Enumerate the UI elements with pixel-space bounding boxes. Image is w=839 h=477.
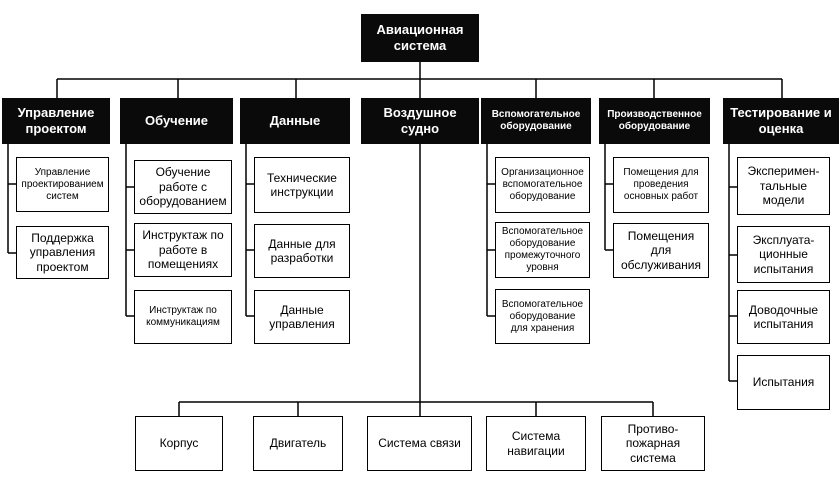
root-node: Авиационная система xyxy=(361,14,479,62)
category-testing: Тестирование и оценка xyxy=(723,98,839,144)
node-engine: Двигатель xyxy=(253,416,343,471)
node-storage-support-equipment: Вспомогательное оборудование для хранени… xyxy=(495,289,590,344)
category-training: Обучение xyxy=(120,98,233,144)
node-project-management-support: Поддержка управления проектом xyxy=(16,226,109,279)
node-technical-manuals: Технические инструкции xyxy=(254,157,350,213)
node-facility-instruction: Инструктаж по работе в помещениях xyxy=(134,223,232,277)
category-support-equipment: Вспомогательное оборудование xyxy=(481,98,591,144)
node-management-data: Данные управления xyxy=(254,290,350,344)
category-production-equipment: Производственное оборудование xyxy=(599,98,710,144)
node-equipment-training: Обучение работе с оборудованием xyxy=(134,160,232,214)
node-fire-protection-system: Противо-пожарная система xyxy=(601,416,705,471)
node-refinement-tests: Доводочные испытания xyxy=(737,290,830,344)
node-operational-tests: Эксплуата-ционные испытания xyxy=(737,226,830,283)
category-data: Данные xyxy=(240,98,350,144)
node-primary-work-facilities: Помещения для проведения основных работ xyxy=(613,157,709,213)
node-development-data: Данные для разработки xyxy=(254,224,350,278)
node-navigation-system: Система навигации xyxy=(486,416,586,471)
node-organizational-support-equipment: Организационное вспомогательное оборудов… xyxy=(495,157,590,213)
node-system-design-management: Управление проектированием систем xyxy=(16,157,109,212)
node-intermediate-support-equipment: Вспомогательное оборудование промежуточн… xyxy=(495,222,590,278)
node-communications-instruction: Инструктаж по коммуникациям xyxy=(134,290,232,344)
category-aircraft: Воздушное судно xyxy=(361,98,479,144)
node-communication-system: Система связи xyxy=(367,416,472,471)
category-project-management: Управление проектом xyxy=(2,98,110,144)
node-airframe: Корпус xyxy=(135,416,223,471)
node-tests: Испытания xyxy=(737,355,830,410)
node-experimental-models: Эксперимен-тальные модели xyxy=(737,157,830,215)
node-maintenance-facilities: Помещения для обслуживания xyxy=(613,223,709,278)
